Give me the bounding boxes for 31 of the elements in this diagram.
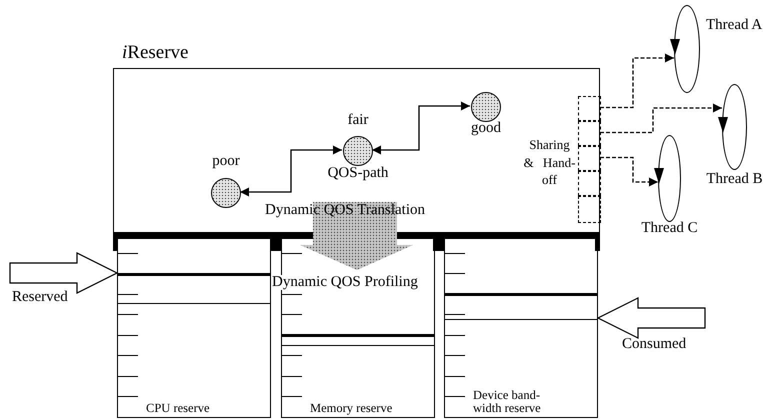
arrow [240, 146, 342, 196]
dashed-slot [578, 171, 601, 196]
reserve-column [117, 238, 271, 418]
node-label: good [471, 121, 501, 136]
edge-label: Consumed [622, 337, 686, 352]
node-label: Sharing & Hand-off [523, 136, 576, 189]
node-label: Memory reserve [310, 402, 392, 416]
dashed-slot [578, 121, 601, 146]
arrow [600, 156, 658, 186]
arrow [600, 54, 674, 108]
node-label: Thread C [641, 221, 698, 236]
node-label: QOS-path [328, 166, 388, 181]
node-label: fair [348, 113, 368, 128]
block-arrow [596, 297, 706, 339]
title: iReserve [122, 43, 188, 62]
dashed-slot [578, 96, 601, 121]
process-label: Dynamic QOS Translation [265, 203, 426, 218]
node-label: CPU reserve [146, 402, 210, 416]
arrow [372, 102, 470, 154]
edge-label: Reserved [12, 290, 68, 305]
process-label: Dynamic QOS Profiling [272, 275, 418, 290]
node-label: Device band-width reserve [473, 388, 542, 416]
node-label: Thread A [706, 18, 762, 33]
dashed-slot [578, 146, 601, 171]
block-arrow [9, 252, 118, 294]
node-label: Thread B [706, 172, 763, 187]
node-label: poor [212, 154, 240, 169]
arrow [600, 104, 722, 134]
dashed-slot [578, 196, 601, 223]
reserve-column [444, 238, 598, 418]
shaded-arrow [300, 202, 413, 270]
